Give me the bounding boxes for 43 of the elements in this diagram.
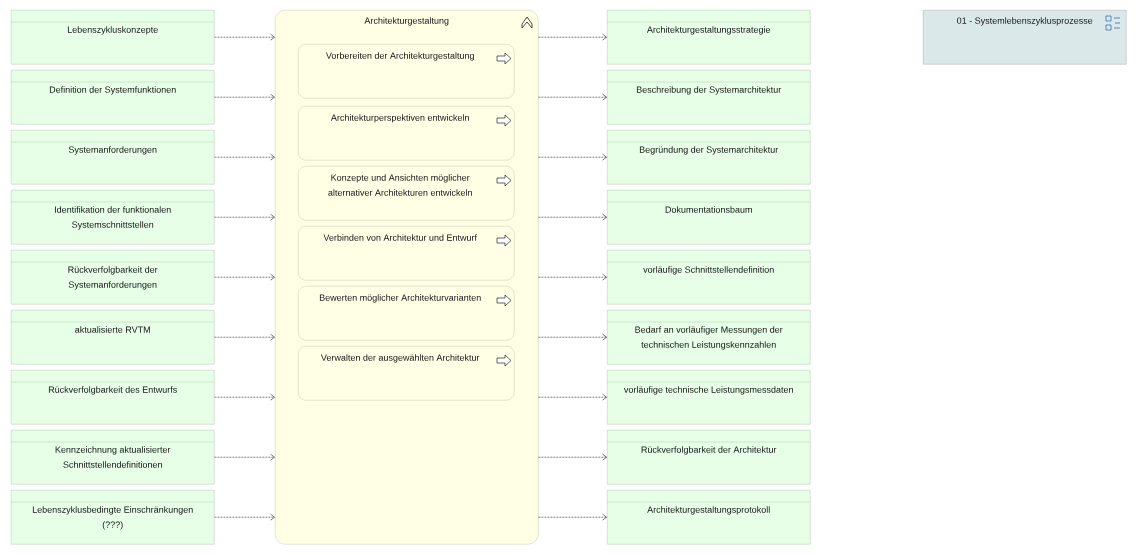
- arrow: [538, 393, 607, 401]
- category-box: 01 - Systemlebenszyklusprozesse: [923, 10, 1127, 65]
- data-object-box: Begründung der Systemarchitektur: [606, 130, 811, 185]
- subprocess-box: Verbinden von Architektur und Entwurf: [298, 226, 515, 281]
- data-object-box: Lebenszyklusbedingte Einschränkungen (???): [10, 490, 215, 545]
- data-object-box: Definition der Systemfunktionen: [10, 70, 215, 125]
- arrow: [538, 213, 607, 221]
- arrow: [538, 33, 607, 41]
- data-object-box: Architekturgestaltungsprotokoll: [606, 490, 811, 545]
- arrow: [214, 93, 275, 101]
- subprocess-box: Bewerten möglicher Architekturvarianten: [298, 286, 515, 341]
- data-object-box: Rückverfolgbarkeit des Entwurfs: [10, 370, 215, 425]
- data-object-box: Bedarf an vorläufiger Messungen der technischen Leistungskennzahlen: [606, 310, 811, 365]
- data-object-box: vorläufige technische Leistungsmessdaten: [606, 370, 811, 425]
- arrow: [214, 393, 275, 401]
- arrow: [538, 513, 607, 521]
- data-object-box: Rückverfolgbarkeit der Architektur: [606, 430, 811, 485]
- arrow: [214, 333, 275, 341]
- data-object-box: Beschreibung der Systemarchitektur: [606, 70, 811, 125]
- data-object-box: aktualisierte RVTM: [10, 310, 215, 365]
- data-object-box: Dokumentationsbaum: [606, 190, 811, 245]
- subprocess-box: Verwalten der ausgewählten Architektur: [298, 346, 515, 401]
- arrow: [214, 513, 275, 521]
- data-object-box: Systemanforderungen: [10, 130, 215, 185]
- arrow: [214, 213, 275, 221]
- arrow: [214, 153, 275, 161]
- arrow: [214, 273, 275, 281]
- arrow: [538, 93, 607, 101]
- subprocess-box: Konzepte und Ansichten möglicher alternativer Architekturen entwickeln: [298, 166, 515, 221]
- data-object-box: Identifikation der funktionalen Systemschnittstellen: [10, 190, 215, 245]
- data-object-box: Lebenszykluskonzepte: [10, 10, 215, 65]
- arrow: [538, 153, 607, 161]
- arrow: [538, 453, 607, 461]
- arrow: [214, 33, 275, 41]
- subprocess-box: Vorbereiten der Architekturgestaltung: [298, 44, 515, 99]
- subprocess-box: Architekturperspektiven entwickeln: [298, 106, 515, 161]
- arrow: [538, 273, 607, 281]
- data-object-box: Kennzeichnung aktualisierter Schnittstellendefinitionen: [10, 430, 215, 485]
- data-object-box: Architekturgestaltungsstrategie: [606, 10, 811, 65]
- arrow: [214, 453, 275, 461]
- arrow: [538, 333, 607, 341]
- data-object-box: Rückverfolgbarkeit der Systemanforderungen: [10, 250, 215, 305]
- data-object-box: vorläufige Schnittstellendefinition: [606, 250, 811, 305]
